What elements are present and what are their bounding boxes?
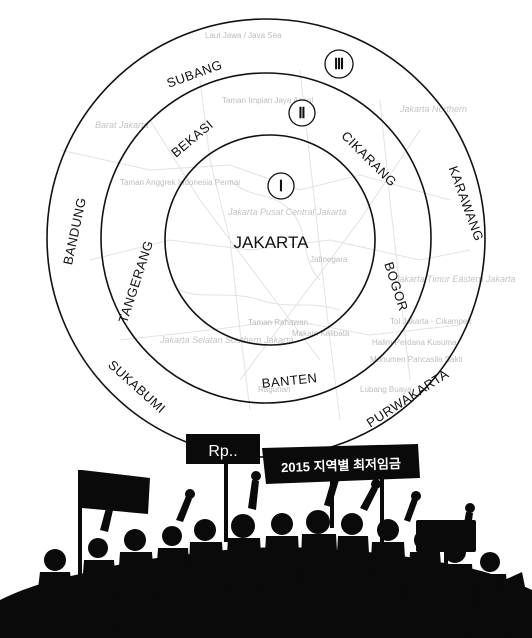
map-label: Taman Anggrek Indonesia Permai bbox=[120, 178, 240, 187]
protest-crowd-illustration bbox=[0, 434, 532, 638]
zone-2-label-tangerang: TANGERANG bbox=[115, 238, 156, 324]
map-label: Taman Rahawan bbox=[248, 318, 308, 327]
map-label: Halim Perdana Kusuma bbox=[372, 338, 457, 347]
map-label: Jakarta Northern bbox=[399, 104, 467, 114]
map-label: Jakarta Selatan Southern Jakarta bbox=[159, 335, 294, 345]
zone-2-label-banten: BANTEN bbox=[261, 370, 318, 391]
zone-3-label-subang: SUBANG bbox=[165, 57, 225, 91]
map-background: Laut Jawa / Java Sea Taman Impian Jaya A… bbox=[59, 31, 515, 421]
map-label: Makam Kalibata bbox=[292, 329, 350, 338]
sign-left-text: Rp.. bbox=[208, 443, 237, 460]
zone-1-label-jakarta: JAKARTA bbox=[234, 233, 310, 252]
zone-2-label-bogor: BOGOR bbox=[381, 260, 411, 313]
svg-text:Ⅰ: Ⅰ bbox=[279, 179, 283, 195]
map-label: Monumen Pancasila Sakti bbox=[370, 355, 463, 364]
svg-text:Ⅱ: Ⅱ bbox=[298, 106, 305, 122]
zone-3-label-sukabumi: SUKABUMI bbox=[105, 357, 168, 416]
map-label: Lubang Buaya bbox=[360, 385, 412, 394]
zone-1-badge: Ⅰ bbox=[267, 172, 295, 200]
zone-2-ring bbox=[100, 72, 432, 404]
zone-2-label-cikarang: CIKARANG bbox=[338, 128, 399, 189]
map-label: Taman Impian Jaya Ancol bbox=[222, 96, 313, 105]
map-label: Jakarta Pusat Central Jakarta bbox=[227, 207, 347, 217]
zone-3-badge: Ⅲ bbox=[324, 49, 354, 79]
map-label: Jakarta Timur Eastern Jakarta bbox=[394, 274, 515, 284]
map-label: Ragunan bbox=[258, 385, 290, 394]
map-label: Tol Jakarta - Cikampek bbox=[390, 317, 472, 326]
zone-3-label-purwakarta: PURWAKARTA bbox=[364, 366, 452, 430]
zone-1-ring bbox=[164, 134, 376, 346]
map-label: Laut Jawa / Java Sea bbox=[205, 31, 282, 40]
map-label: Barat Jakarta bbox=[95, 120, 149, 130]
zone-3-label-bandung: BANDUNG bbox=[60, 196, 89, 266]
zone-2-badge: Ⅱ bbox=[288, 99, 316, 127]
map-label: Jatinegara bbox=[310, 255, 348, 264]
zone-3-label-karawang: KARAWANG bbox=[446, 164, 487, 243]
sign-right-text: 2015 지역별 최저임금 bbox=[281, 456, 401, 475]
svg-text:Ⅲ: Ⅲ bbox=[334, 57, 344, 73]
